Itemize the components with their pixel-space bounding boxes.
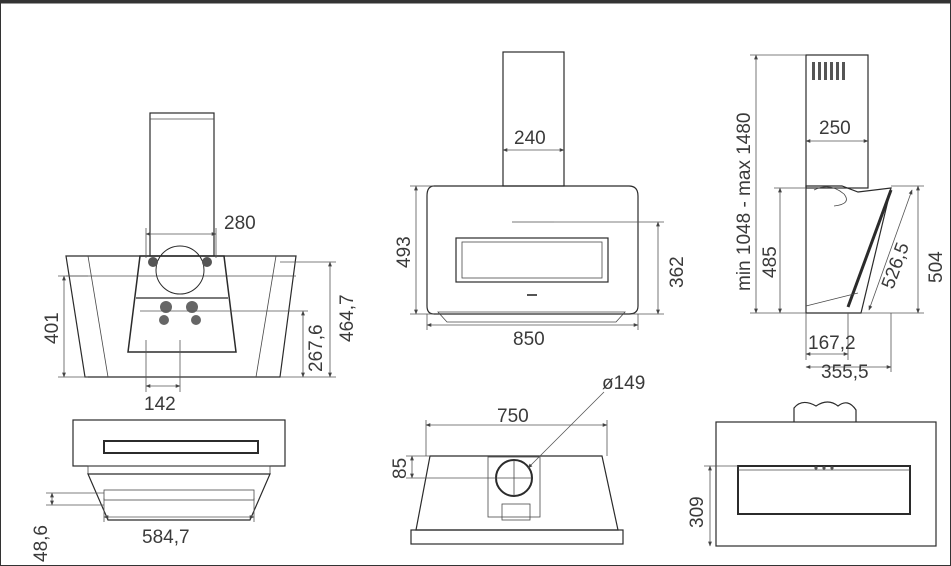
underside-view bbox=[72, 419, 286, 521]
top-view-dimensions bbox=[406, 391, 608, 479]
label-48-6: 48,6 bbox=[31, 525, 52, 562]
label-85: 85 bbox=[390, 458, 411, 479]
label-250: 250 bbox=[819, 118, 851, 139]
label-309: 309 bbox=[687, 496, 708, 528]
label-750: 750 bbox=[497, 406, 529, 427]
label-584-7: 584,7 bbox=[142, 527, 190, 548]
front-view-dimensions bbox=[410, 148, 664, 330]
label-280: 280 bbox=[224, 213, 256, 234]
label-485: 485 bbox=[760, 246, 781, 278]
front-panel-view-dimensions bbox=[704, 465, 738, 547]
label-diameter-149: ø149 bbox=[602, 373, 645, 394]
label-142: 142 bbox=[144, 394, 176, 415]
label-min-max-height: min 1048 - max 1480 bbox=[734, 113, 755, 292]
rear-view-dimensions bbox=[58, 228, 336, 392]
underside-view-dimensions bbox=[46, 492, 255, 522]
label-267-6: 267,6 bbox=[306, 324, 327, 372]
label-401: 401 bbox=[42, 312, 63, 344]
rear-view bbox=[65, 112, 297, 378]
label-526-5: 526,5 bbox=[878, 240, 914, 292]
label-504: 504 bbox=[926, 251, 947, 283]
side-view bbox=[805, 54, 893, 314]
front-panel-view bbox=[715, 401, 937, 547]
label-493: 493 bbox=[394, 236, 415, 268]
label-167-2: 167,2 bbox=[808, 333, 856, 354]
label-240: 240 bbox=[514, 128, 546, 149]
top-view bbox=[410, 455, 624, 545]
label-355-5: 355,5 bbox=[821, 362, 869, 383]
label-464-7: 464,7 bbox=[337, 294, 358, 342]
front-view bbox=[426, 51, 639, 323]
side-view-dimensions bbox=[750, 54, 924, 372]
label-850: 850 bbox=[513, 329, 545, 350]
label-362: 362 bbox=[667, 256, 688, 288]
